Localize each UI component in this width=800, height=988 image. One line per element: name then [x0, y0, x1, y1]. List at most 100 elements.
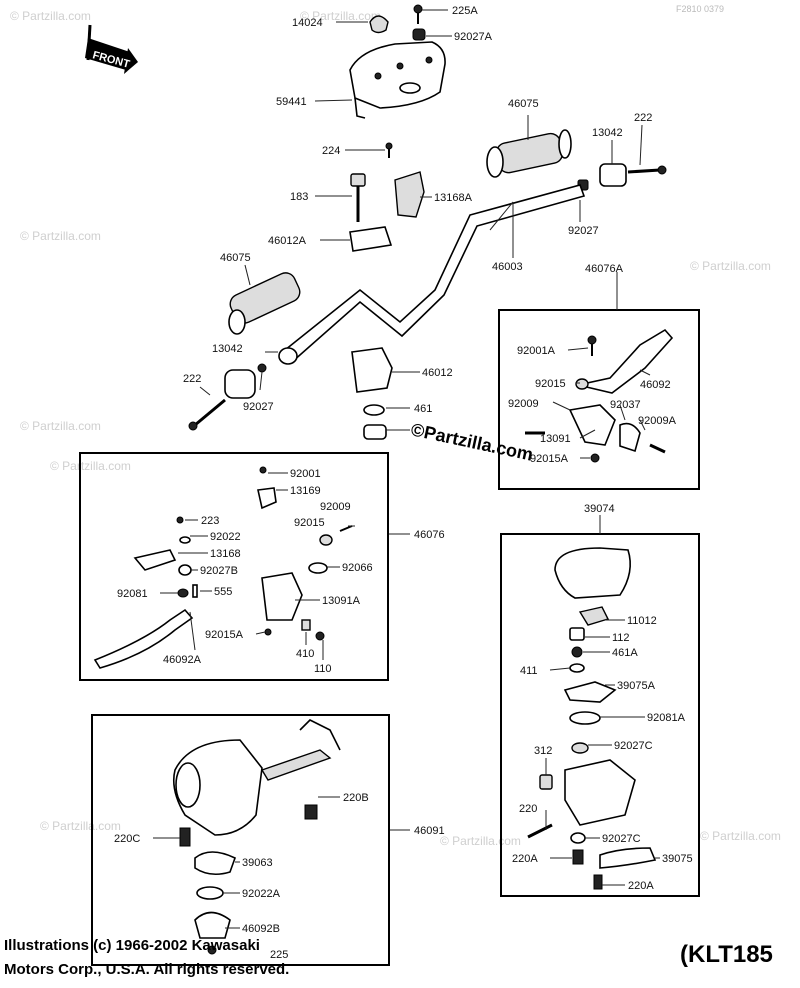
top-assembly: [188, 4, 667, 440]
part-number-label: 461: [414, 403, 432, 415]
part-number-label: 46091: [414, 825, 445, 837]
part-number-label: 46012A: [268, 235, 307, 247]
part-number-label: 312: [534, 745, 552, 757]
part-number-label: 410: [296, 648, 314, 660]
part-number-label: 220: [519, 803, 537, 815]
center-watermark: ©Partzilla.com: [409, 419, 535, 464]
clamp-part: [394, 171, 425, 218]
part-number-label: 92015: [535, 378, 566, 390]
watermark-text: © Partzilla.com: [20, 419, 101, 433]
part-number-label: 92009A: [638, 415, 677, 427]
part-number-label: 46012: [422, 367, 453, 379]
part-number-label: 220B: [343, 792, 369, 804]
throttle-cover-part: [554, 547, 631, 599]
corner-id: F2810 0379: [676, 4, 724, 14]
part-number-label: 39075A: [617, 680, 656, 692]
grip-part: [486, 129, 572, 178]
part-number-label: 92027B: [200, 565, 238, 577]
master-cylinder-part: [568, 404, 616, 446]
part-number-label: 92081: [117, 588, 148, 600]
lever-part: [577, 328, 674, 394]
watermark-text: © Partzilla.com: [690, 259, 771, 273]
part-number-label: 92009: [508, 398, 539, 410]
part-number-label: 92009: [320, 501, 351, 513]
assembly-box-46076A: [498, 309, 700, 490]
lever-assembly-left: [93, 466, 353, 669]
part-number-label: 13042: [592, 127, 623, 139]
front-arrow-icon: FRONT: [85, 24, 138, 74]
part-number-label: 13168A: [434, 192, 473, 204]
watermark-text: © Partzilla.com: [300, 9, 381, 23]
part-number-label: 13091A: [322, 595, 361, 607]
part-number-label: 411: [520, 665, 538, 677]
callout-labels: 14024 225A 92027A 59441 46075 222 13042 …: [114, 5, 693, 961]
part-number-label: 92022A: [242, 888, 281, 900]
watermark-text: © Partzilla.com: [50, 459, 131, 473]
part-number-label: 92022: [210, 531, 241, 543]
bar-end-weight-part: [224, 369, 256, 399]
part-number-label: 225A: [452, 5, 478, 17]
spacer-part: [412, 28, 426, 41]
screw-part: [413, 4, 423, 14]
part-number-label: 92001A: [517, 345, 556, 357]
part-number-label: 39074: [584, 503, 615, 515]
part-number-label: 222: [634, 112, 652, 124]
assembly-box-46091: [91, 714, 390, 966]
part-number-label: 92027C: [602, 833, 641, 845]
part-number-label: 92081A: [647, 712, 686, 724]
part-number-label: 92015: [294, 517, 325, 529]
part-number-label: 46092: [640, 379, 671, 391]
copyright-line-1: Illustrations (c) 1966-2002 Kawasaki: [4, 937, 260, 954]
part-number-label: 59441: [276, 96, 307, 108]
part-number-label: 461A: [612, 647, 638, 659]
handlebar-part: [283, 184, 586, 364]
reference-code: (KLT185: [680, 941, 773, 968]
clutch-lever-part: [93, 608, 194, 669]
part-number-label: 11012: [627, 615, 657, 627]
leader-lines: [153, 9, 660, 929]
part-number-label: 220A: [628, 880, 654, 892]
part-number-label: 225: [270, 949, 288, 961]
switch-assembly: [172, 719, 341, 955]
part-number-label: 92037: [610, 399, 641, 411]
part-number-label: 14024: [292, 17, 323, 29]
part-number-label: 92027: [243, 401, 274, 413]
upper-clamp-part: [349, 226, 393, 252]
cap-part: [369, 15, 389, 34]
switch-housing-part: [172, 739, 263, 836]
part-number-label: 92027C: [614, 740, 653, 752]
watermark-text: © Partzilla.com: [20, 229, 101, 243]
part-number-label: 92066: [342, 562, 373, 574]
part-number-label: 92027A: [454, 31, 493, 43]
grip-part: [228, 272, 301, 335]
handlebar-cover-part: [349, 41, 446, 109]
part-number-label: 92015A: [205, 629, 244, 641]
part-number-label: 46075: [220, 252, 251, 264]
throttle-housing-part: [564, 759, 636, 826]
watermark-text: © Partzilla.com: [10, 9, 91, 23]
part-number-label: 46092A: [163, 654, 202, 666]
part-number-label: 220A: [512, 853, 538, 865]
copyright-line-2: Motors Corp., U.S.A. All rights reserved…: [4, 961, 289, 978]
watermark-text: © Partzilla.com: [440, 834, 521, 848]
part-number-label: 183: [290, 191, 308, 203]
part-number-label: 223: [201, 515, 219, 527]
part-number-label: 112: [612, 632, 630, 644]
lever-assembly-right: [525, 328, 674, 463]
part-number-label: 46075: [508, 98, 539, 110]
part-number-label: 92027: [568, 225, 599, 237]
part-number-label: 222: [183, 373, 201, 385]
bolt-part: [350, 173, 366, 187]
part-number-label: 13168: [210, 548, 241, 560]
part-number-label: 92015A: [530, 453, 569, 465]
part-number-label: 224: [322, 145, 340, 157]
part-number-label: 110: [314, 663, 332, 675]
switch-housing-part: [261, 572, 303, 621]
part-number-label: 13042: [212, 343, 243, 355]
part-number-label: 46076: [414, 529, 445, 541]
part-number-label: 39063: [242, 857, 273, 869]
part-number-label: 46092B: [242, 923, 280, 935]
part-number-label: 555: [214, 586, 232, 598]
